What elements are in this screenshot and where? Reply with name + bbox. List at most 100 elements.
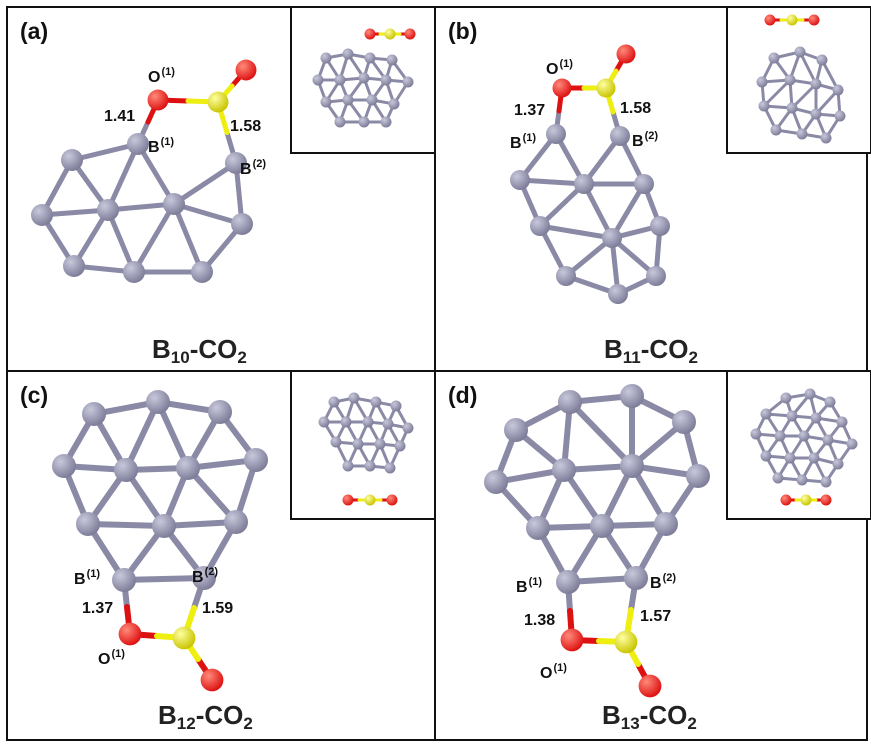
bond: [171, 201, 245, 227]
bond-length-b-c: 1.58: [230, 118, 262, 135]
formula-caption: B10-CO2: [152, 334, 247, 367]
carbon-atom-icon: [384, 28, 396, 40]
boron-atom-icon: [822, 434, 834, 446]
boron-atom-icon: [340, 416, 352, 428]
boron-atom-icon: [504, 418, 528, 442]
bond: [85, 521, 167, 529]
panel-b: (b) O(1) 1.37 1.58 B(1) B(2) B11-CO2: [434, 6, 871, 372]
boron-atom-icon: [820, 476, 832, 488]
boron-atom-icon: [624, 566, 648, 590]
boron-atom-icon: [654, 512, 678, 536]
bond: [105, 201, 177, 213]
boron-atom-icon: [620, 384, 644, 408]
boron-atom-icon: [352, 438, 364, 450]
boron-atom-icon: [388, 98, 400, 110]
boron-atom-icon: [358, 72, 370, 84]
boron-atom-icon: [834, 110, 846, 122]
bond: [537, 223, 615, 241]
top-view-inset: [290, 6, 440, 154]
boron-atom-icon: [163, 193, 185, 215]
top-view-inset: [726, 370, 871, 520]
boron-atom-icon: [796, 474, 808, 486]
oxygen-atom-icon: [638, 674, 662, 698]
panel-label: (b): [448, 18, 478, 44]
boron-atom-icon: [31, 204, 53, 226]
boron-atom-icon: [510, 170, 530, 190]
boron-atom-icon: [610, 126, 630, 146]
boron-atom-icon: [334, 74, 346, 86]
boron-2-label: B(2): [192, 566, 219, 586]
boron-atom-icon: [224, 510, 248, 534]
carbon-atom-icon: [596, 78, 616, 98]
boron-atom-icon: [558, 390, 582, 414]
boron-atom-icon: [342, 460, 354, 472]
boron-atom-icon: [784, 74, 796, 86]
boron-atom-icon: [380, 74, 392, 86]
boron-atom-icon: [810, 412, 822, 424]
carbon-atom-icon: [614, 630, 638, 654]
oxygen-atom-icon: [552, 78, 572, 98]
oxygen-label: O(1): [148, 66, 175, 86]
boron-atom-icon: [390, 400, 402, 412]
boron-atom-icon: [112, 568, 136, 592]
boron-atom-icon: [810, 78, 822, 90]
boron-atom-icon: [650, 216, 670, 236]
top-view-inset: [290, 370, 440, 520]
oxygen-atom-icon: [118, 622, 142, 646]
panel-label: (d): [448, 382, 478, 408]
boron-atom-icon: [780, 392, 792, 404]
oxygen-atom-icon: [616, 44, 636, 64]
oxygen-atom-icon: [560, 628, 584, 652]
boron-atom-icon: [672, 410, 696, 434]
oxygen-label: O(1): [546, 58, 573, 78]
boron-atom-icon: [574, 174, 594, 194]
boron-atom-icon: [820, 132, 832, 144]
panel-label: (a): [20, 18, 49, 44]
boron-atom-icon: [832, 458, 844, 470]
boron-atom-icon: [348, 392, 360, 404]
boron-atom-icon: [208, 400, 232, 424]
bond: [762, 78, 792, 108]
bond: [105, 141, 141, 213]
boron-atom-icon: [63, 255, 85, 277]
boron-atom-icon: [52, 454, 76, 478]
boron-atom-icon: [82, 402, 106, 426]
carbon-atom-icon: [172, 626, 196, 650]
boron-atom-icon: [804, 388, 816, 400]
boron-atom-icon: [342, 48, 354, 60]
boron-atom-icon: [231, 213, 253, 235]
boron-atom-icon: [836, 416, 848, 428]
bond: [517, 177, 587, 187]
bond: [171, 160, 239, 207]
boron-atom-icon: [146, 390, 170, 414]
boron-atom-icon: [552, 458, 576, 482]
boron-atom-icon: [362, 416, 374, 428]
boron-atom-icon: [772, 472, 784, 484]
oxygen-atom-icon: [780, 494, 792, 506]
boron-atom-icon: [61, 149, 83, 171]
cluster-structure: [52, 390, 268, 692]
boron-atom-icon: [312, 74, 324, 86]
bond: [131, 201, 177, 275]
boron-atom-icon: [318, 416, 330, 428]
boron-atom-icon: [384, 462, 396, 474]
boron-atom-icon: [634, 174, 654, 194]
bond: [185, 465, 239, 525]
carbon-atom-icon: [207, 91, 229, 113]
boron-atom-icon: [192, 566, 216, 590]
boron-atom-icon: [328, 396, 340, 408]
boron-atom-icon: [756, 76, 768, 88]
boron-atom-icon: [374, 438, 386, 450]
boron-atom-icon: [127, 133, 149, 155]
bond: [171, 201, 205, 275]
boron-atom-icon: [191, 261, 213, 283]
panel-label: (c): [20, 382, 49, 408]
bond: [581, 181, 615, 241]
boron-atom-icon: [530, 216, 550, 236]
boron-atom-icon: [330, 436, 342, 448]
bond: [69, 141, 141, 163]
boron-atom-icon: [334, 116, 346, 128]
boron-atom-icon: [225, 152, 247, 174]
boron-2-label: B(2): [650, 572, 677, 592]
top-view-structure: [756, 14, 846, 144]
